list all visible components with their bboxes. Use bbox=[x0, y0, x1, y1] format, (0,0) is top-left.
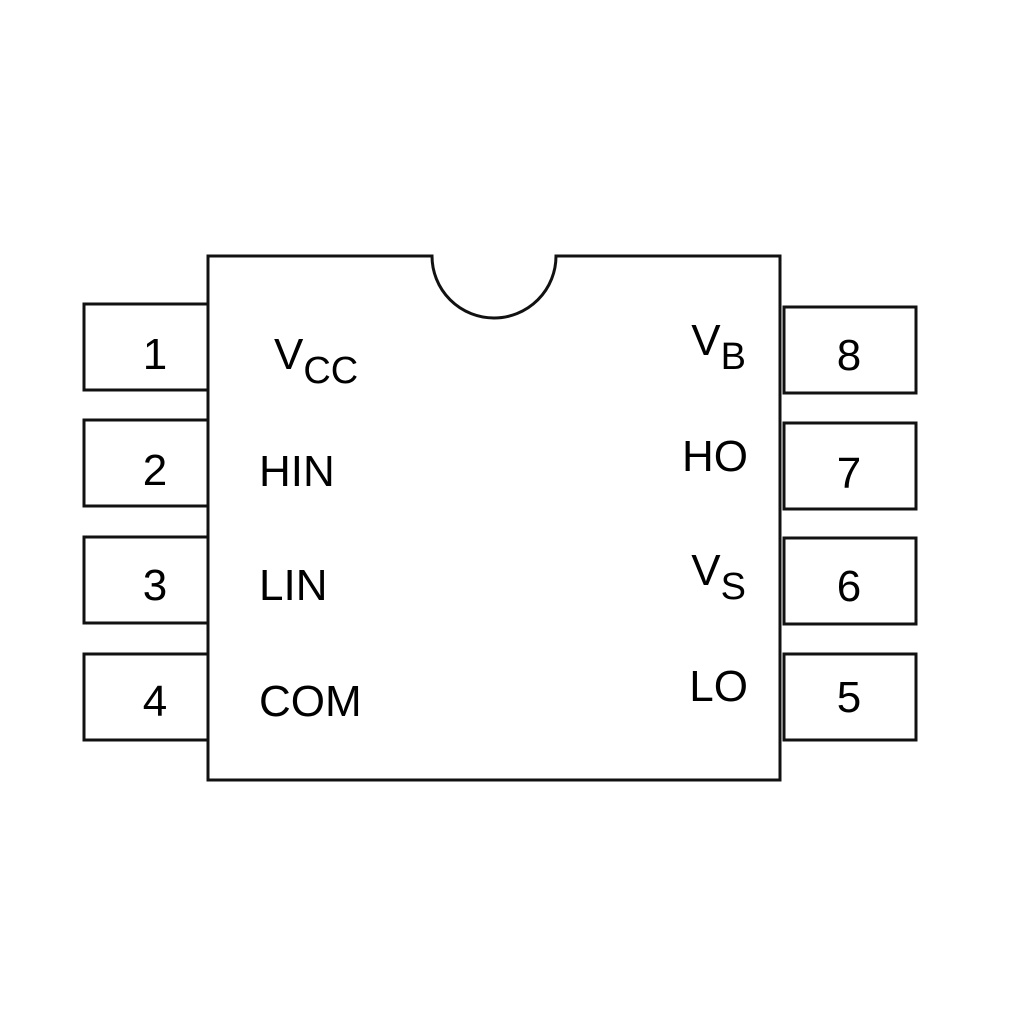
pin-5-label: LO bbox=[689, 662, 748, 711]
pin-2-label: HIN bbox=[259, 447, 335, 496]
pin-6-box bbox=[782, 536, 918, 626]
pin-7: 7 bbox=[782, 421, 918, 511]
pin-1-label-sub: CC bbox=[303, 350, 358, 392]
pin-8-label: VB bbox=[691, 316, 746, 378]
pin-4-label: COM bbox=[259, 677, 362, 726]
pin-8-number: 8 bbox=[837, 331, 861, 380]
pin-6-label-sub: S bbox=[721, 566, 746, 608]
pin-8-box bbox=[782, 305, 918, 395]
pin-6-label: VS bbox=[691, 546, 746, 608]
pin-4-box bbox=[82, 652, 210, 742]
pin-6: 6 bbox=[782, 536, 918, 626]
pin-5-box bbox=[782, 652, 918, 742]
pin-6-number: 6 bbox=[837, 562, 861, 611]
pin-6-label-main: V bbox=[691, 546, 721, 595]
pin-5: 5 bbox=[782, 652, 918, 742]
pin-5-number: 5 bbox=[837, 673, 861, 722]
pin-2-number: 2 bbox=[143, 446, 167, 495]
pin-3-number: 3 bbox=[143, 561, 167, 610]
pin-1: 1 bbox=[82, 302, 210, 392]
pin-1-box bbox=[82, 302, 210, 392]
pin-8: 8 bbox=[782, 305, 918, 395]
chip-body bbox=[206, 254, 782, 782]
pin-7-label: HO bbox=[682, 432, 748, 481]
pin-2: 2 bbox=[82, 418, 210, 508]
pin-4-number: 4 bbox=[143, 677, 167, 726]
pin-3-box bbox=[82, 535, 210, 625]
pin-3-label: LIN bbox=[259, 561, 327, 610]
pin-1-label: VCC bbox=[274, 330, 358, 392]
pin-7-number: 7 bbox=[837, 449, 861, 498]
pin-1-number: 1 bbox=[143, 330, 167, 379]
pin-1-label-main: V bbox=[274, 330, 304, 379]
pin-8-label-main: V bbox=[691, 316, 721, 365]
pin-4: 4 bbox=[82, 652, 210, 742]
pin-7-box bbox=[782, 421, 918, 511]
pin-8-label-sub: B bbox=[721, 336, 746, 378]
pin-3: 3 bbox=[82, 535, 210, 625]
pin-2-box bbox=[82, 418, 210, 508]
